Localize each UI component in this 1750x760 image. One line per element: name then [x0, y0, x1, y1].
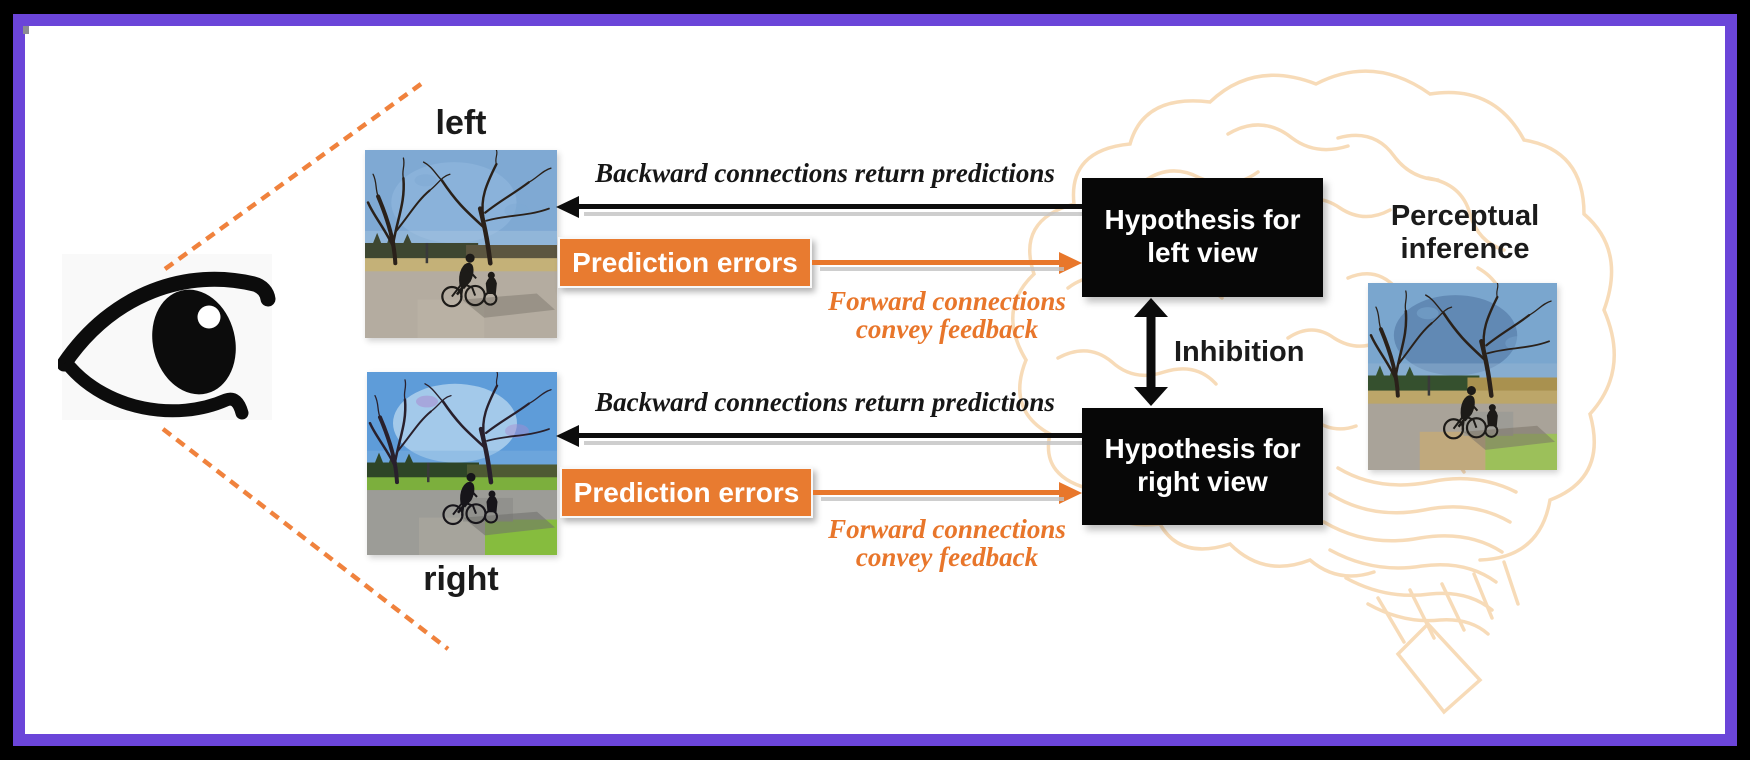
forward-connections-label-right-line1: Forward connections	[828, 514, 1066, 544]
prediction-errors-box-right: Prediction errors	[560, 467, 813, 518]
hypothesis-left-line1: Hypothesis for	[1104, 204, 1301, 235]
backward-connections-label-right: Backward connections return predictions	[595, 387, 1055, 417]
eye-icon	[58, 271, 276, 420]
arrow-right-icon	[1059, 482, 1082, 504]
perceptual-inference-label-line2: inference	[1400, 233, 1530, 265]
inhibition-label: Inhibition	[1174, 336, 1305, 368]
forward-connections-label-right-line2: convey feedback	[855, 542, 1039, 572]
prediction-errors-label: Prediction errors	[573, 476, 800, 508]
hypothesis-right-line1: Hypothesis for	[1104, 433, 1301, 464]
arrow-right-icon	[1059, 252, 1082, 274]
left-view-image	[365, 150, 557, 338]
corner-artifact	[23, 26, 29, 34]
arrow-left-icon	[556, 425, 579, 447]
prediction-errors-label: Prediction errors	[572, 246, 798, 278]
perceptual-inference-image	[1368, 283, 1557, 470]
right-view-label: right	[423, 560, 499, 598]
hypothesis-left-box: Hypothesis for left view	[1082, 178, 1323, 297]
left-view-label: left	[435, 104, 487, 142]
park-scene-graphic	[365, 150, 557, 338]
inhibition-arrow-icon	[1134, 298, 1168, 406]
sightline-lower-icon	[161, 427, 450, 651]
park-scene-graphic	[1368, 283, 1557, 470]
hypothesis-right-line2: right view	[1137, 466, 1268, 497]
right-view-image	[367, 372, 557, 555]
prediction-errors-box-left: Prediction errors	[558, 237, 812, 288]
perceptual-inference-label-line1: Perceptual	[1390, 200, 1540, 232]
hypothesis-left-line2: left view	[1147, 237, 1258, 268]
backward-connections-label-left: Backward connections return predictions	[595, 158, 1055, 188]
sightline-upper-icon	[163, 82, 423, 271]
park-scene-graphic	[367, 372, 557, 555]
hypothesis-right-box: Hypothesis for right view	[1082, 408, 1323, 525]
arrow-left-icon	[556, 196, 579, 218]
forward-connections-label-left-line1: Forward connections	[828, 286, 1066, 316]
forward-connections-label-left-line2: convey feedback	[855, 314, 1039, 344]
